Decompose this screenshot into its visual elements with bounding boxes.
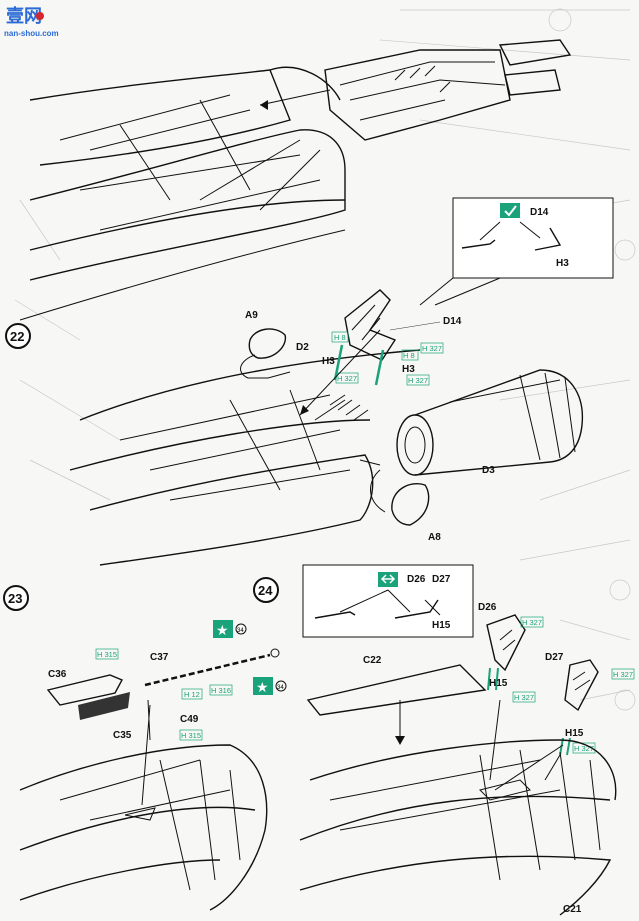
step-22: 22 A9 D2 D14 H3 H3 H 8 H 327 [5,289,584,566]
svg-text:★: ★ [256,680,269,696]
label-d2: D2 [296,342,309,353]
watermark-dot [36,12,44,20]
inset-d14-detail: D14 H3 [419,197,614,306]
inset-frame [452,197,614,279]
svg-text:H 327: H 327 [522,618,542,627]
step-22-badge [5,323,31,349]
watermark-site: nan-shou.com [4,29,59,38]
step-24: 24 D26 D27 H15 C22 D26 D27 H15 H15 [253,564,635,916]
label-d27: D27 [545,652,564,663]
svg-text:H 315: H 315 [181,731,201,740]
svg-text:H 8: H 8 [334,333,346,342]
paint-h327-c: H 327 [406,374,430,386]
svg-text:H 327: H 327 [613,670,633,679]
svg-text:H 327: H 327 [408,376,428,385]
label-d27-inset: D27 [432,574,451,585]
step-22-number: 22 [10,329,24,344]
label-d3: D3 [482,465,495,476]
svg-text:★: ★ [216,623,229,639]
top-nacelle-assembly [19,39,572,321]
label-h15-b: H15 [565,728,584,739]
svg-text:H 315: H 315 [97,650,117,659]
step-24-badge [253,577,279,603]
label-h3-a: H3 [322,356,335,367]
paint-h8-a: H 8 [331,331,349,343]
label-c49: C49 [180,714,199,725]
label-h3-b: H3 [402,364,415,375]
step-23: 23 C36 C35 C37 C49 ★ 34 ★ 34 H 315 [3,585,287,911]
decal-star-icon: ★ [213,620,233,639]
svg-text:H 327: H 327 [574,744,594,753]
svg-text:H 327: H 327 [337,374,357,383]
background-ghost-lines [14,8,636,711]
paint-h315-a: H 315 [95,648,119,660]
direction-arrow-icon [378,572,398,587]
svg-text:H 327: H 327 [514,693,534,702]
label-a9: A9 [245,310,258,321]
label-a8: A8 [428,532,441,543]
label-h15-a: H15 [489,678,508,689]
step-23-number: 23 [8,591,22,606]
label-c22: C22 [363,655,382,666]
label-c35: C35 [113,730,132,741]
step-23-badge [3,585,29,611]
site-watermark: 壹网 nan-shou.com [4,6,59,38]
label-h3-inset: H3 [556,258,569,269]
watermark-brand: 壹网 [6,6,42,26]
paint-h316: H 316 [209,684,233,696]
step-24-number: 24 [258,583,273,598]
paint-h8-b: H 8 [401,349,419,361]
label-d26: D26 [478,602,497,613]
label-c36: C36 [48,669,67,680]
check-icon [500,203,520,218]
paint-h315-b: H 315 [179,729,203,741]
label-c37: C37 [150,652,169,663]
paint-h327-g: H 327 [611,668,635,680]
decal-star-icon-2: ★ [253,677,273,696]
paint-h327-d: H 327 [520,616,544,628]
svg-text:H 8: H 8 [403,351,415,360]
label-d14-inset: D14 [530,207,549,218]
paint-h327-a: H 327 [420,342,444,354]
paint-h12: H 12 [181,688,203,700]
paint-h327-f: H 327 [572,742,596,754]
label-c21: C21 [563,904,582,915]
label-d26-inset: D26 [407,574,426,585]
decal-ref-2: 34 [277,685,284,691]
svg-text:H 316: H 316 [211,686,231,695]
label-h15-inset: H15 [432,620,451,631]
paint-h327-b: H 327 [335,372,359,384]
label-d14: D14 [443,316,462,327]
decal-ref-1: 34 [237,628,244,634]
paint-h327-e: H 327 [512,691,536,703]
svg-text:H 327: H 327 [422,344,442,353]
svg-text:H 12: H 12 [184,690,200,699]
